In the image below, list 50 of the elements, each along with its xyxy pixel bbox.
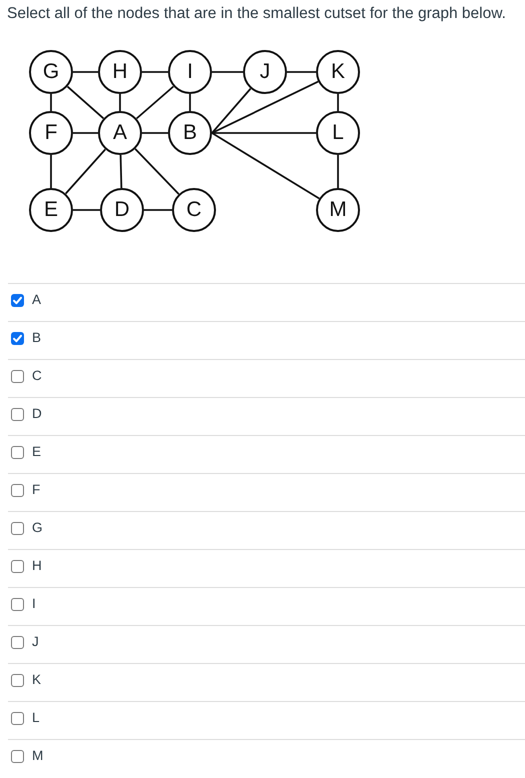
node-circle: F (29, 111, 73, 155)
option-label: C (32, 368, 42, 384)
node-circle: G (29, 50, 73, 94)
edge-line (337, 94, 339, 111)
option-label: L (32, 710, 40, 726)
node-circle: E (29, 188, 73, 232)
node-circle: C (172, 188, 216, 232)
node-circle: A (98, 111, 142, 155)
option-label: F (32, 482, 40, 498)
option-label: K (32, 672, 42, 688)
edge-line (73, 71, 98, 73)
option-label: E (32, 444, 42, 460)
option-label: I (32, 596, 36, 612)
option-label: G (32, 520, 43, 536)
edge-line (119, 94, 121, 111)
edge-line (142, 71, 168, 73)
node-circle: B (168, 111, 212, 155)
edge-line (287, 71, 316, 73)
node-circle: M (316, 188, 360, 232)
option-label: J (32, 634, 39, 650)
option-label: M (32, 748, 44, 764)
edge-line (65, 148, 106, 194)
node-circle: I (168, 50, 212, 94)
node-circle: K (316, 50, 360, 94)
edge-line (50, 94, 52, 111)
edge-line (120, 154, 122, 188)
option-label: A (32, 292, 42, 308)
edge-line (212, 71, 243, 73)
edge-line (73, 209, 100, 211)
edge-line (142, 132, 168, 134)
edge-line (66, 86, 104, 120)
node-circle: L (316, 111, 360, 155)
edge-line (50, 155, 52, 188)
option-label: D (32, 406, 42, 422)
edge-line (212, 132, 316, 134)
option-label: B (32, 330, 42, 346)
node-circle: D (100, 188, 144, 232)
node-circle: J (243, 50, 287, 94)
edge-line (136, 86, 174, 120)
edge-line (73, 132, 98, 134)
edge-line (144, 209, 172, 211)
edge-line (211, 88, 252, 134)
node-circle: H (98, 50, 142, 94)
edge-line (134, 148, 180, 195)
option-label: H (32, 558, 42, 574)
edge-line (212, 132, 320, 200)
question-text: Select all of the nodes that are in the smallest cutset for the graph below. (7, 4, 507, 24)
edge-line (212, 80, 319, 134)
edge-line (189, 94, 191, 111)
edge-line (337, 155, 339, 188)
